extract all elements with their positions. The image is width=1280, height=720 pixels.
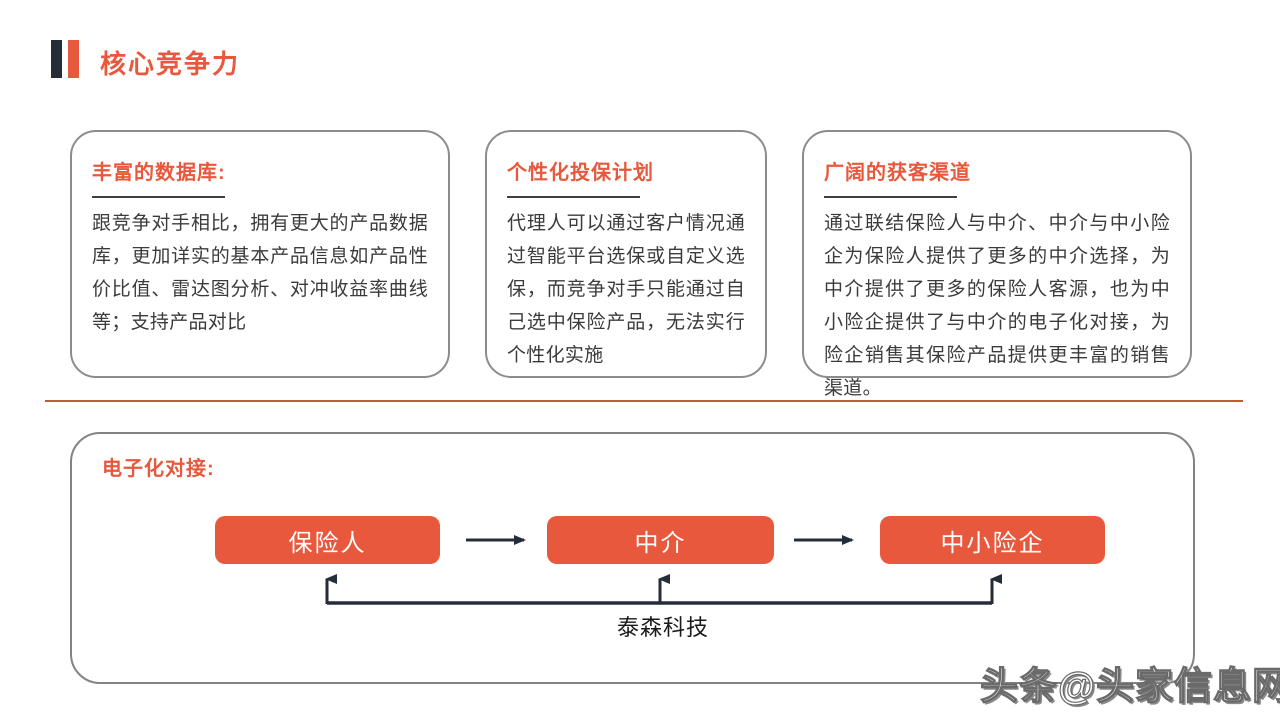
flow-node-insurer: 保险人	[215, 516, 440, 564]
card-body-text: 代理人可以通过客户情况通过智能平台选保或自定义选保，而竞争对手只能通过自己选中保…	[507, 213, 745, 366]
heading-underline	[824, 196, 957, 198]
page-title: 核心竞争力	[100, 49, 241, 79]
electronic-connection-panel: 电子化对接: 保险人 中介 中小险企 泰森科技	[70, 432, 1195, 684]
watermark-text: 头条@头家信息网	[979, 665, 1280, 708]
flow-node-broker: 中介	[547, 516, 774, 564]
card-personalized-plan: 个性化投保计划 代理人可以通过客户情况通过智能平台选保或自定义选保，而竞争对手只…	[485, 130, 767, 378]
card-heading: 丰富的数据库:	[92, 162, 226, 184]
bracket-label: 泰森科技	[616, 615, 709, 640]
card-heading: 个性化投保计划	[507, 162, 654, 184]
card-body-text: 通过联结保险人与中介、中介与中小险企为保险人提供了更多的中介选择，为中介提供了更…	[824, 213, 1170, 399]
heading-underline	[507, 196, 640, 198]
title-accent-bar-dark	[51, 40, 62, 78]
flow-node-small-insurers: 中小险企	[880, 516, 1105, 564]
section-divider-line	[45, 400, 1243, 402]
card-body-text: 跟竞争对手相比，拥有更大的产品数据库，更加详实的基本产品信息如产品性价比值、雷达…	[92, 213, 428, 333]
card-broad-channels: 广阔的获客渠道 通过联结保险人与中介、中介与中小险企为保险人提供了更多的中介选择…	[802, 130, 1192, 399]
panel-heading: 电子化对接:	[102, 458, 215, 480]
card-rich-database: 丰富的数据库: 跟竞争对手相比，拥有更大的产品数据库，更加详实的基本产品信息如产…	[70, 130, 450, 378]
title-accent-bar-orange	[68, 40, 79, 78]
heading-underline	[92, 196, 225, 198]
card-heading: 广阔的获客渠道	[824, 162, 971, 184]
